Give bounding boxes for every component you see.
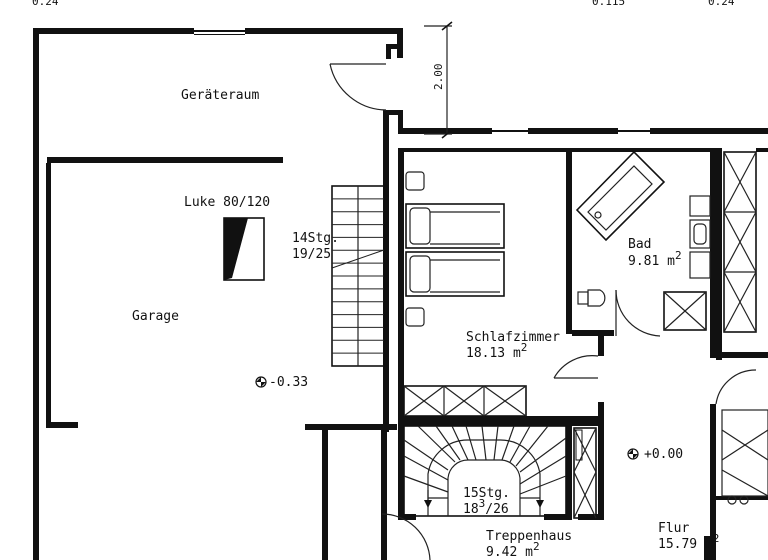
washbasins (689, 195, 711, 279)
toilet (577, 289, 606, 307)
stair-cut-line (331, 249, 385, 269)
wardrobe-flur (573, 427, 597, 519)
room-label-bad: Bad (628, 237, 651, 252)
wardrobe-right (723, 151, 757, 333)
dimension-line (424, 21, 453, 139)
area-bad: 9.81 m2 (628, 249, 682, 269)
stairs-garage-steps: 14Stg. (292, 231, 339, 246)
stair-treads (331, 198, 385, 354)
stairs-garage-ratio: 19/25 (292, 247, 331, 262)
room-label-geraeteraum: Geräteraum (181, 88, 259, 103)
room-label-schlafzimmer: Schlafzimmer (466, 330, 560, 345)
bathtub (575, 150, 666, 242)
kitchen-counter (721, 409, 768, 505)
level-garage: -0.33 (269, 375, 308, 390)
area-flur: 15.79 m2 (658, 532, 719, 552)
level-marker-flur (627, 448, 639, 460)
room-label-garage: Garage (132, 309, 179, 324)
stairs-treppenhaus-ratio: 183/26 (463, 497, 509, 517)
level-flur: +0.00 (644, 447, 683, 462)
stairs-treppenhaus-steps: 15Stg. (463, 486, 510, 501)
top-dim-right: 0.24 (708, 0, 735, 8)
top-dim-left: 0.24 (32, 0, 59, 8)
stairs-treppenhaus (403, 425, 567, 517)
walls (33, 28, 768, 560)
doors (329, 63, 757, 560)
room-label-treppenhaus: Treppenhaus (486, 529, 572, 544)
shower (663, 291, 707, 331)
area-schlafzimmer: 18.13 m2 (466, 341, 527, 361)
top-dim-mid: 0.115 (592, 0, 625, 8)
area-treppenhaus: 9.42 m2 (486, 540, 540, 560)
dimension-2-00: 2.00 (432, 64, 445, 91)
wardrobe-bedroom (403, 385, 527, 417)
level-marker-garage (255, 376, 267, 388)
double-bed (405, 171, 505, 327)
room-label-flur: Flur (658, 521, 689, 536)
luke-label: Luke 80/120 (184, 195, 270, 210)
luke-hatch (223, 217, 265, 281)
